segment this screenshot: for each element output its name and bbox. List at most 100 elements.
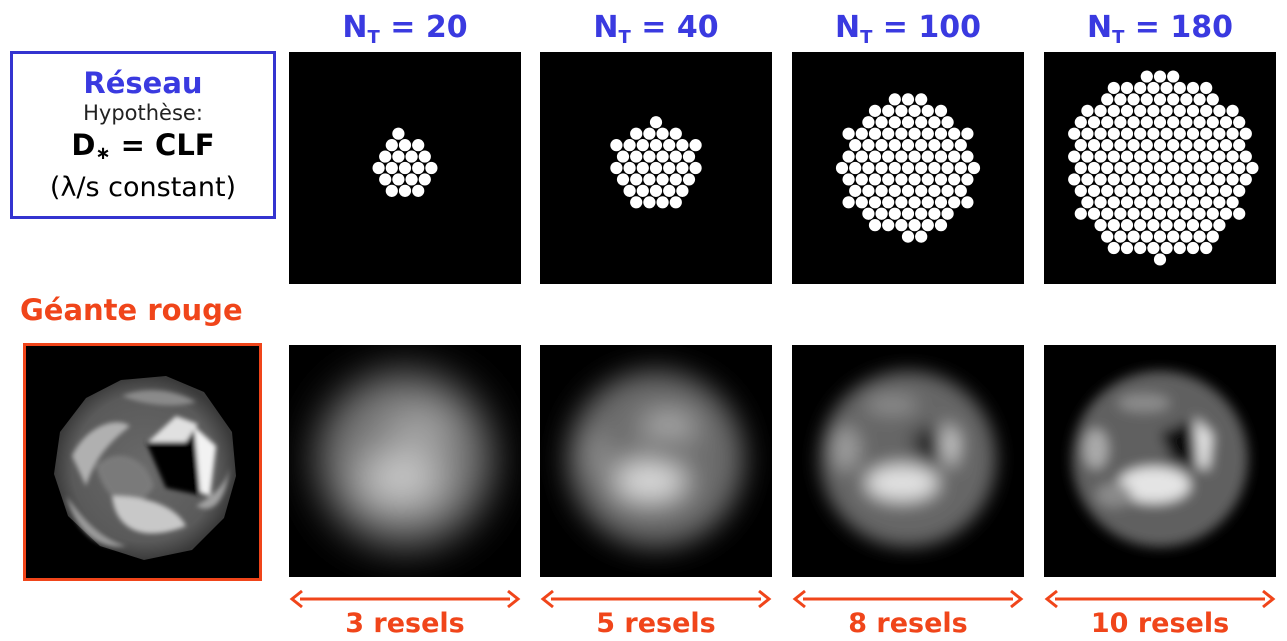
sub-aperture [1107, 241, 1120, 255]
aperture-panel-2 [540, 52, 772, 284]
sub-aperture [623, 184, 636, 197]
sub-aperture [1206, 184, 1219, 197]
sub-aperture [398, 139, 412, 152]
sub-aperture [1127, 184, 1140, 197]
sub-aperture [868, 173, 882, 186]
aperture-array-2 [610, 116, 702, 209]
sub-aperture [842, 173, 855, 186]
sub-aperture [941, 116, 954, 129]
sub-aperture [915, 207, 928, 220]
sub-aperture [1081, 127, 1094, 140]
sub-aperture [1173, 150, 1186, 163]
sub-aperture [895, 196, 908, 209]
sub-aperture [1101, 139, 1114, 152]
sub-aperture [1173, 196, 1186, 209]
sub-aperture [1167, 139, 1180, 152]
sub-aperture [1160, 127, 1173, 140]
sub-aperture [1114, 93, 1127, 106]
sub-aperture [862, 161, 875, 175]
sub-aperture [1206, 139, 1219, 152]
sub-aperture [636, 184, 649, 197]
sub-aperture [1127, 139, 1140, 152]
sub-aperture [928, 161, 941, 175]
reconstruction-image-2 [540, 345, 772, 577]
sub-aperture [934, 219, 948, 232]
sub-aperture [915, 93, 928, 106]
sub-aperture [1233, 184, 1246, 197]
sub-aperture [1107, 104, 1120, 117]
sub-aperture [895, 219, 908, 232]
sub-aperture [948, 150, 961, 163]
sub-aperture [855, 127, 868, 140]
sub-aperture [643, 150, 656, 163]
sub-aperture [1094, 127, 1107, 140]
sub-aperture [1193, 139, 1206, 152]
sub-aperture [954, 184, 967, 197]
sub-aperture [895, 104, 908, 117]
sub-aperture [1153, 207, 1167, 220]
sub-aperture [1160, 241, 1173, 255]
sub-aperture [1239, 127, 1252, 140]
sub-aperture [1173, 81, 1186, 95]
sub-aperture [1233, 139, 1246, 152]
sub-aperture [842, 150, 855, 163]
sub-aperture [1167, 93, 1180, 106]
sub-aperture [643, 173, 656, 186]
sub-aperture [901, 207, 915, 220]
sub-aperture [1173, 241, 1186, 255]
sub-aperture [882, 127, 895, 140]
sub-aperture [643, 196, 656, 209]
sub-aperture [1160, 81, 1173, 95]
sub-aperture [676, 161, 689, 175]
sub-aperture [1134, 173, 1147, 186]
sub-aperture [895, 173, 908, 186]
sub-aperture [868, 219, 882, 232]
sub-aperture [623, 139, 636, 152]
sub-aperture [1206, 161, 1219, 175]
sub-aperture [921, 104, 934, 117]
sub-aperture [1233, 207, 1246, 220]
sub-aperture [1160, 104, 1173, 117]
sub-aperture [882, 196, 895, 209]
sub-aperture [888, 161, 901, 175]
sub-aperture [849, 139, 862, 152]
sub-aperture [849, 161, 862, 175]
nt-title-2: NT = 40 [593, 10, 719, 48]
sub-aperture [1120, 150, 1134, 163]
sub-aperture [1153, 139, 1167, 152]
sub-aperture [405, 173, 418, 186]
sub-aperture [1127, 230, 1140, 243]
sub-aperture [676, 184, 689, 197]
sub-aperture [1127, 161, 1140, 175]
reconstruction-panel-2 [540, 345, 772, 577]
sub-aperture [1167, 207, 1180, 220]
sub-aperture [1167, 184, 1180, 197]
sub-aperture [656, 196, 669, 209]
sub-aperture [1193, 207, 1206, 220]
sub-aperture [1107, 150, 1120, 163]
sub-aperture [908, 127, 921, 140]
sub-aperture [901, 116, 915, 129]
sub-aperture [1173, 104, 1186, 117]
sub-aperture [1193, 230, 1206, 243]
sub-aperture [689, 139, 702, 152]
sub-aperture [1213, 219, 1226, 232]
sub-aperture [379, 150, 392, 163]
sub-aperture [928, 139, 941, 152]
sub-aperture [862, 207, 875, 220]
sub-aperture [385, 184, 398, 197]
sub-aperture [1140, 161, 1153, 175]
sub-aperture [630, 150, 643, 163]
sub-aperture [1074, 161, 1087, 175]
sub-aperture [610, 161, 623, 175]
resel-arrow-2 [540, 589, 772, 609]
sub-aperture [941, 184, 954, 197]
sub-aperture [1107, 196, 1120, 209]
sub-aperture [875, 161, 888, 175]
sub-aperture [928, 207, 941, 220]
sub-aperture [1081, 196, 1094, 209]
sub-aperture [915, 161, 928, 175]
sub-aperture [921, 150, 934, 163]
sub-aperture [1167, 116, 1180, 129]
sub-aperture [1107, 173, 1120, 186]
